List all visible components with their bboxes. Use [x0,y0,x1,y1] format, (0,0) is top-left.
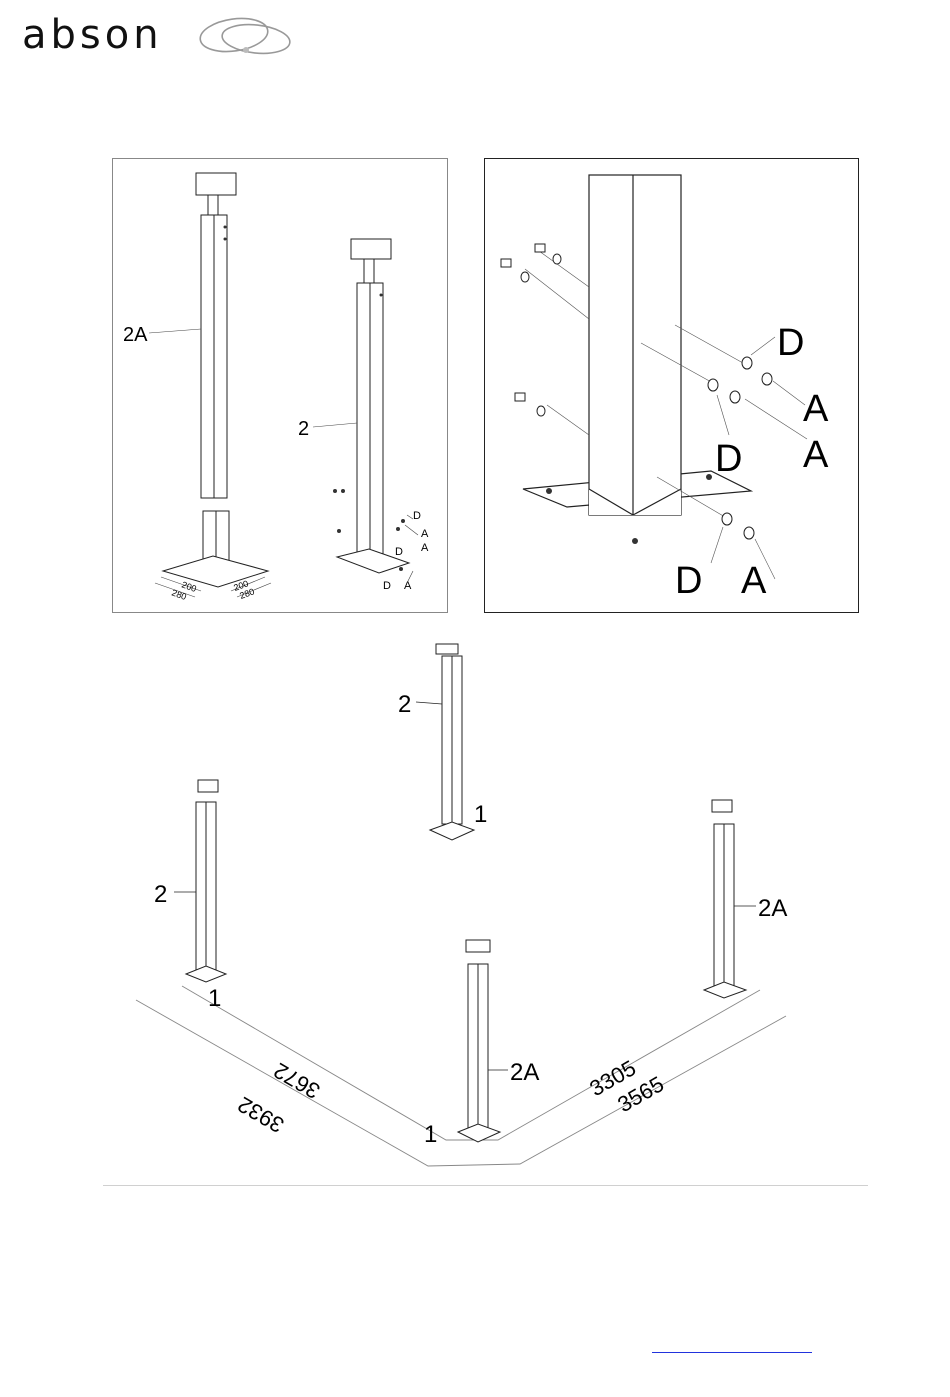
bolt-detail-panel: D A D A D A [484,158,859,613]
label-d: D [715,438,742,480]
label-a: A [741,560,767,602]
bolt-detail-drawing: D A D A D A [485,159,858,612]
label-a: A [803,388,829,430]
post-layout-diagram: 2 1 2 1 2A 2A 1 3672 3932 3305 3565 [0,620,950,1180]
label-d: D [383,580,391,592]
label-post-2: 2 [154,881,167,908]
label-d: D [413,510,421,522]
label-post-2a: 2A [510,1059,539,1086]
dim-3932: 3932 [233,1092,288,1138]
post-layout-drawing: 2 1 2 1 2A 2A 1 3672 3932 3305 3565 [0,620,950,1180]
post-detail-panel: 2A 2 D A A D D A 200 280 200 280 [112,158,448,613]
post-detail-drawing: 2A 2 D A A D D A 200 280 200 280 [113,159,447,612]
label-post-2a: 2A [758,895,787,922]
label-base-1: 1 [474,801,487,828]
dim-3672: 3672 [269,1058,324,1104]
label-a: A [421,528,429,540]
label-base-1: 1 [208,985,221,1012]
label-d: D [675,560,702,602]
label-d: D [777,322,804,364]
logo-rings-icon [198,10,298,60]
brand-logo: abson [18,6,308,68]
label-post-2: 2 [398,691,411,718]
label-post-2a: 2A [123,324,148,346]
label-a: A [803,434,829,476]
label-a: A [421,542,429,554]
footer-divider [103,1185,868,1186]
label-post-2: 2 [298,418,309,440]
brand-name: abson [22,12,163,58]
label-base-1: 1 [424,1121,437,1148]
label-a: A [404,580,412,592]
footer-link[interactable] [652,1338,812,1353]
label-d: D [395,546,403,558]
